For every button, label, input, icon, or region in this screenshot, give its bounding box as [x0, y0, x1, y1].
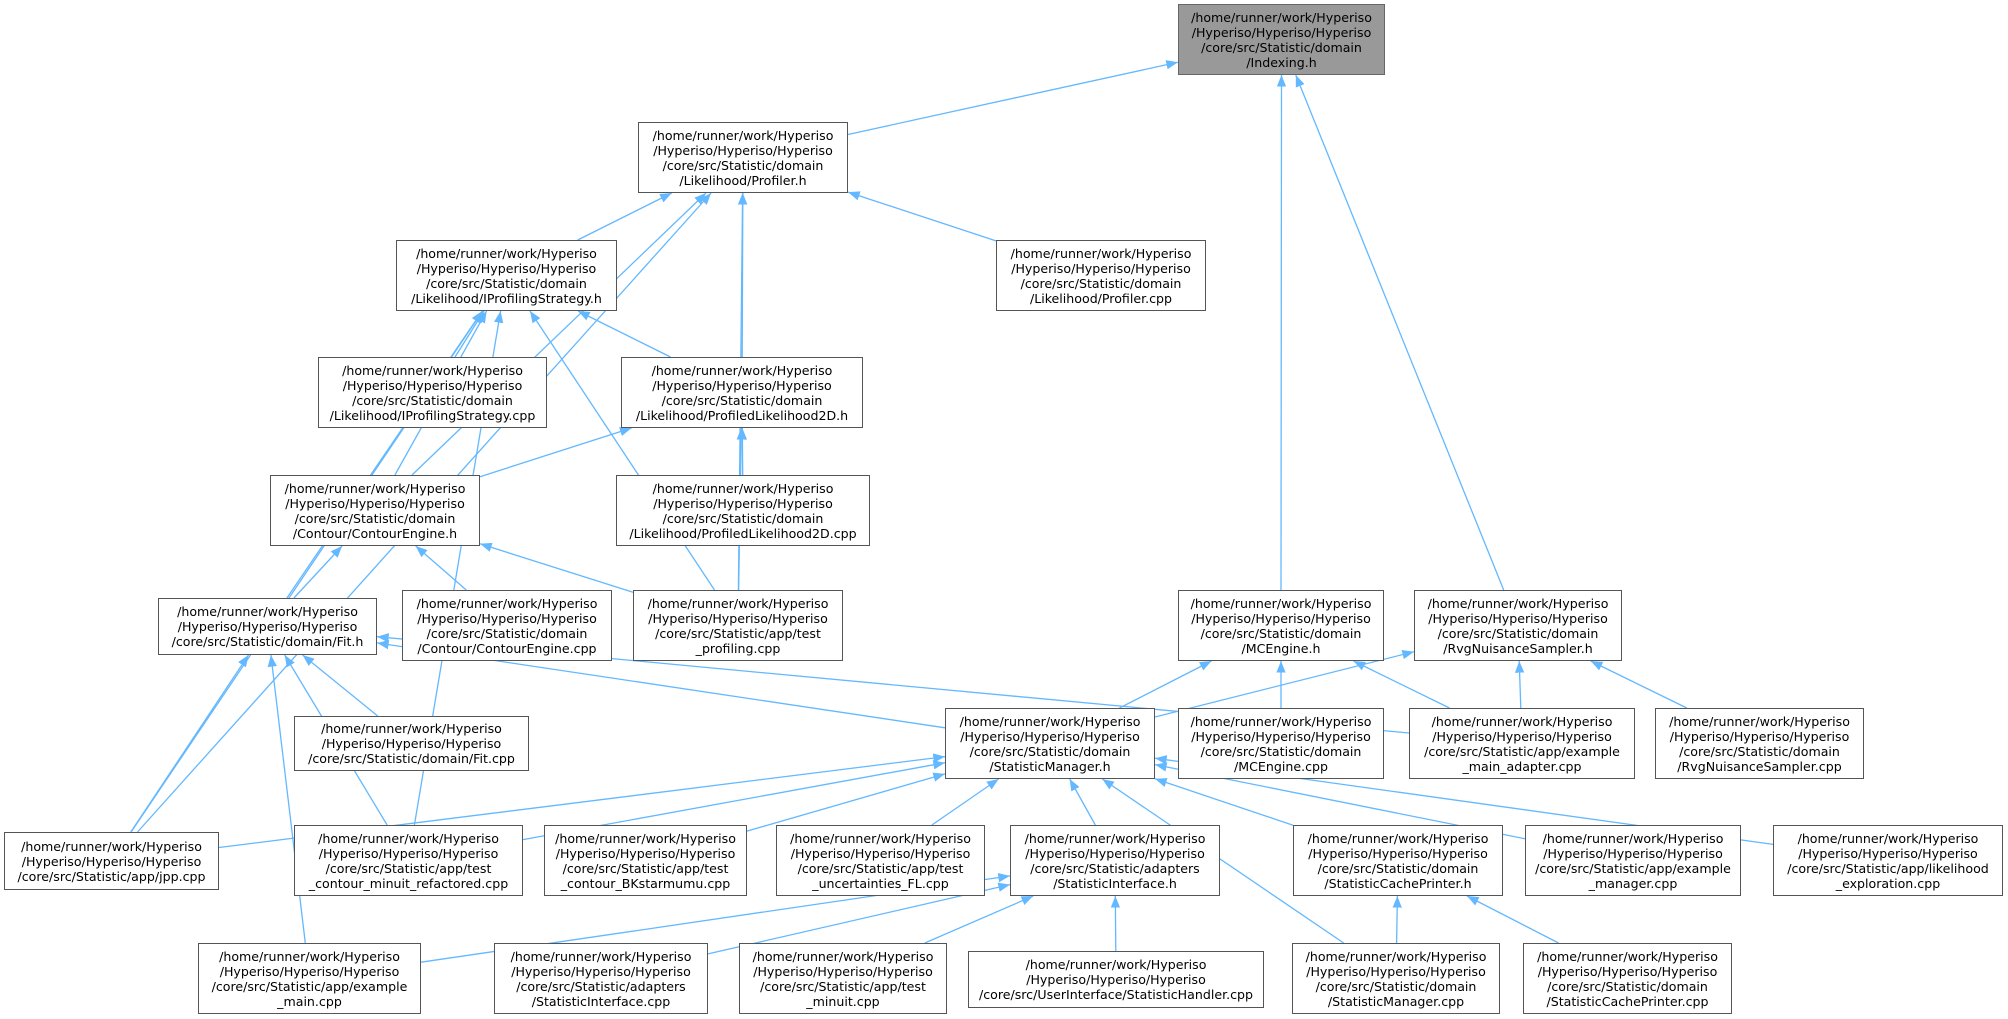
node-label: /home/runner/work/Hyperiso /Hyperiso/Hyp… — [416, 595, 598, 656]
edge-contour_cpp-to-contour_h — [415, 545, 467, 591]
node-label: /home/runner/work/Hyperiso /Hyperiso/Hyp… — [1307, 830, 1489, 891]
node-contour-engine-h[interactable]: /home/runner/work/Hyperiso /Hyperiso/Hyp… — [270, 475, 480, 546]
node-label: /home/runner/work/Hyperiso /Hyperiso/Hyp… — [1190, 713, 1372, 774]
edge-example_main_adapter-to-rvg_h — [1514, 660, 1525, 709]
node-label: /home/runner/work/Hyperiso /Hyperiso/Hyp… — [1427, 595, 1609, 656]
edge-fit_h-to-contour_h — [293, 545, 343, 599]
node-label: /home/runner/work/Hyperiso /Hyperiso/Hyp… — [510, 948, 692, 1009]
node-label: /home/runner/work/Hyperiso /Hyperiso/Hyp… — [1537, 948, 1718, 1009]
node-mcengine-h[interactable]: /home/runner/work/Hyperiso /Hyperiso/Hyp… — [1178, 590, 1384, 661]
edge-iprofiling_h-to-profiler_h — [577, 192, 673, 241]
node-statistic-interface-cpp[interactable]: /home/runner/work/Hyperiso /Hyperiso/Hyp… — [494, 943, 708, 1014]
node-statistic-handler-cpp[interactable]: /home/runner/work/Hyperiso /Hyperiso/Hyp… — [968, 951, 1264, 1008]
node-rvg-nuisance-sampler-cpp[interactable]: /home/runner/work/Hyperiso /Hyperiso/Hyp… — [1655, 708, 1864, 779]
node-label: /home/runner/work/Hyperiso /Hyperiso/Hyp… — [1305, 948, 1487, 1009]
edge-profiler_cpp-to-profiler_h — [847, 191, 997, 242]
node-label: /home/runner/work/Hyperiso /Hyperiso/Hyp… — [308, 830, 509, 891]
node-label: /home/runner/work/Hyperiso /Hyperiso/Hyp… — [1424, 713, 1620, 774]
edge-contour_h-to-profiled2d_h — [479, 427, 632, 478]
node-label: /home/runner/work/Hyperiso /Hyperiso/Hyp… — [329, 362, 536, 423]
node-label: /home/runner/work/Hyperiso /Hyperiso/Hyp… — [790, 830, 971, 891]
node-label: /home/runner/work/Hyperiso /Hyperiso/Hyp… — [629, 480, 857, 541]
edge-statint_h-to-statman_h — [1069, 778, 1096, 826]
edge-rvg_h-to-indexing_h — [1295, 74, 1505, 591]
node-profiled-likelihood-2d-h[interactable]: /home/runner/work/Hyperiso /Hyperiso/Hyp… — [621, 357, 863, 428]
edge-stathandler_cpp-to-statint_h — [1110, 895, 1121, 952]
node-label: /home/runner/work/Hyperiso /Hyperiso/Hyp… — [752, 948, 934, 1009]
edge-test_profiling-to-contour_h — [479, 542, 634, 593]
node-label: /home/runner/work/Hyperiso /Hyperiso/Hyp… — [211, 948, 408, 1009]
node-label: /home/runner/work/Hyperiso /Hyperiso/Hyp… — [1190, 595, 1372, 656]
edge-fit_cpp-to-fit_h — [302, 654, 379, 717]
node-indexing-h: /home/runner/work/Hyperiso /Hyperiso/Hyp… — [1178, 4, 1385, 75]
edge-contour_h-to-profiler_h — [411, 192, 707, 476]
node-likelihood-exploration-cpp[interactable]: /home/runner/work/Hyperiso /Hyperiso/Hyp… — [1773, 825, 2003, 896]
edge-rvg_cpp-to-rvg_h — [1590, 660, 1688, 709]
edge-profiled2d_h-to-iprofiling_h — [577, 310, 671, 358]
node-iprofiling-strategy-h[interactable]: /home/runner/work/Hyperiso /Hyperiso/Hyp… — [396, 240, 617, 311]
edge-test_minuit-to-statint_h — [924, 895, 1034, 944]
node-statistic-cache-printer-h[interactable]: /home/runner/work/Hyperiso /Hyperiso/Hyp… — [1293, 825, 1503, 896]
node-test-contour-minuit-refactored-cpp[interactable]: /home/runner/work/Hyperiso /Hyperiso/Hyp… — [294, 825, 523, 896]
node-label: /home/runner/work/Hyperiso /Hyperiso/Hyp… — [635, 362, 849, 423]
node-statistic-manager-h[interactable]: /home/runner/work/Hyperiso /Hyperiso/Hyp… — [945, 708, 1155, 779]
node-jpp-cpp[interactable]: /home/runner/work/Hyperiso /Hyperiso/Hyp… — [4, 832, 219, 890]
node-label: /home/runner/work/Hyperiso /Hyperiso/Hyp… — [959, 713, 1141, 774]
node-test-profiling-cpp[interactable]: /home/runner/work/Hyperiso /Hyperiso/Hyp… — [633, 590, 843, 661]
node-iprofiling-strategy-cpp[interactable]: /home/runner/work/Hyperiso /Hyperiso/Hyp… — [318, 357, 547, 428]
node-profiler-cpp[interactable]: /home/runner/work/Hyperiso /Hyperiso/Hyp… — [996, 240, 1206, 311]
node-test-minuit-cpp[interactable]: /home/runner/work/Hyperiso /Hyperiso/Hyp… — [739, 943, 947, 1014]
edge-statint_cpp-to-statint_h — [707, 882, 1011, 955]
edge-statman_cpp-to-statman_h — [1101, 778, 1345, 944]
node-test-uncertainties-fl-cpp[interactable]: /home/runner/work/Hyperiso /Hyperiso/Hyp… — [776, 825, 985, 896]
node-statistic-cache-printer-cpp[interactable]: /home/runner/work/Hyperiso /Hyperiso/Hyp… — [1523, 943, 1732, 1014]
node-rvg-nuisance-sampler-h[interactable]: /home/runner/work/Hyperiso /Hyperiso/Hyp… — [1414, 590, 1622, 661]
node-label: /home/runner/work/Hyperiso /Hyperiso/Hyp… — [652, 127, 834, 188]
edge-test_uncertainties-to-statman_h — [931, 778, 999, 826]
edge-statman_cpp-to-cacheprinter_h — [1392, 895, 1402, 944]
edge-cacheprinter_h-to-statman_h — [1154, 778, 1294, 826]
edge-mcengine_h-to-indexing_h — [1276, 74, 1287, 591]
edge-example_main-to-fit_h — [267, 654, 306, 944]
node-statistic-interface-h[interactable]: /home/runner/work/Hyperiso /Hyperiso/Hyp… — [1010, 825, 1220, 896]
node-label: /home/runner/work/Hyperiso /Hyperiso/Hyp… — [1024, 830, 1206, 891]
node-label: /home/runner/work/Hyperiso /Hyperiso/Hyp… — [171, 604, 364, 649]
node-example-main-cpp[interactable]: /home/runner/work/Hyperiso /Hyperiso/Hyp… — [198, 943, 421, 1014]
edge-jpp_cpp-to-fit_h — [130, 654, 250, 833]
edge-profiler_h-to-indexing_h — [847, 60, 1179, 136]
node-label: /home/runner/work/Hyperiso /Hyperiso/Hyp… — [1787, 830, 1989, 891]
node-label: /home/runner/work/Hyperiso /Hyperiso/Hyp… — [647, 595, 829, 656]
node-statistic-manager-cpp[interactable]: /home/runner/work/Hyperiso /Hyperiso/Hyp… — [1292, 943, 1500, 1014]
edge-cacheprinter_cpp-to-cacheprinter_h — [1466, 895, 1559, 944]
node-profiled-likelihood-2d-cpp[interactable]: /home/runner/work/Hyperiso /Hyperiso/Hyp… — [616, 475, 870, 546]
node-fit-cpp[interactable]: /home/runner/work/Hyperiso /Hyperiso/Hyp… — [294, 716, 529, 771]
node-label: /home/runner/work/Hyperiso /Hyperiso/Hyp… — [1191, 9, 1372, 70]
node-mcengine-cpp[interactable]: /home/runner/work/Hyperiso /Hyperiso/Hyp… — [1178, 708, 1384, 779]
node-contour-engine-cpp[interactable]: /home/runner/work/Hyperiso /Hyperiso/Hyp… — [402, 590, 612, 661]
node-label: /home/runner/work/Hyperiso /Hyperiso/Hyp… — [555, 830, 736, 891]
edge-statman_h-to-rvg_h — [1154, 650, 1415, 718]
node-label: /home/runner/work/Hyperiso /Hyperiso/Hyp… — [978, 957, 1254, 1002]
node-label: /home/runner/work/Hyperiso /Hyperiso/Hyp… — [1669, 713, 1850, 774]
node-test-contour-bkstarmumu-cpp[interactable]: /home/runner/work/Hyperiso /Hyperiso/Hyp… — [544, 825, 747, 896]
edge-test_contour_bk-to-statman_h — [746, 772, 946, 832]
node-label: /home/runner/work/Hyperiso /Hyperiso/Hyp… — [308, 721, 515, 766]
node-label: /home/runner/work/Hyperiso /Hyperiso/Hyp… — [1535, 830, 1731, 891]
node-profiler-h[interactable]: /home/runner/work/Hyperiso /Hyperiso/Hyp… — [638, 122, 848, 193]
node-label: /home/runner/work/Hyperiso /Hyperiso/Hyp… — [411, 245, 602, 306]
edge-statman_h-to-mcengine_h — [1119, 660, 1212, 709]
node-example-manager-cpp[interactable]: /home/runner/work/Hyperiso /Hyperiso/Hyp… — [1525, 825, 1741, 896]
edge-test_profiling-to-iprofiling_h — [529, 310, 716, 591]
node-example-main-adapter-cpp[interactable]: /home/runner/work/Hyperiso /Hyperiso/Hyp… — [1409, 708, 1635, 779]
node-label: /home/runner/work/Hyperiso /Hyperiso/Hyp… — [284, 480, 466, 541]
edge-example_main_adapter-to-mcengine_h — [1353, 660, 1450, 709]
node-label: /home/runner/work/Hyperiso /Hyperiso/Hyp… — [1010, 245, 1192, 306]
node-label: /home/runner/work/Hyperiso /Hyperiso/Hyp… — [17, 838, 206, 884]
node-fit-h[interactable]: /home/runner/work/Hyperiso /Hyperiso/Hyp… — [158, 598, 377, 655]
edge-iprofiling_cpp-to-iprofiling_h — [454, 310, 485, 358]
